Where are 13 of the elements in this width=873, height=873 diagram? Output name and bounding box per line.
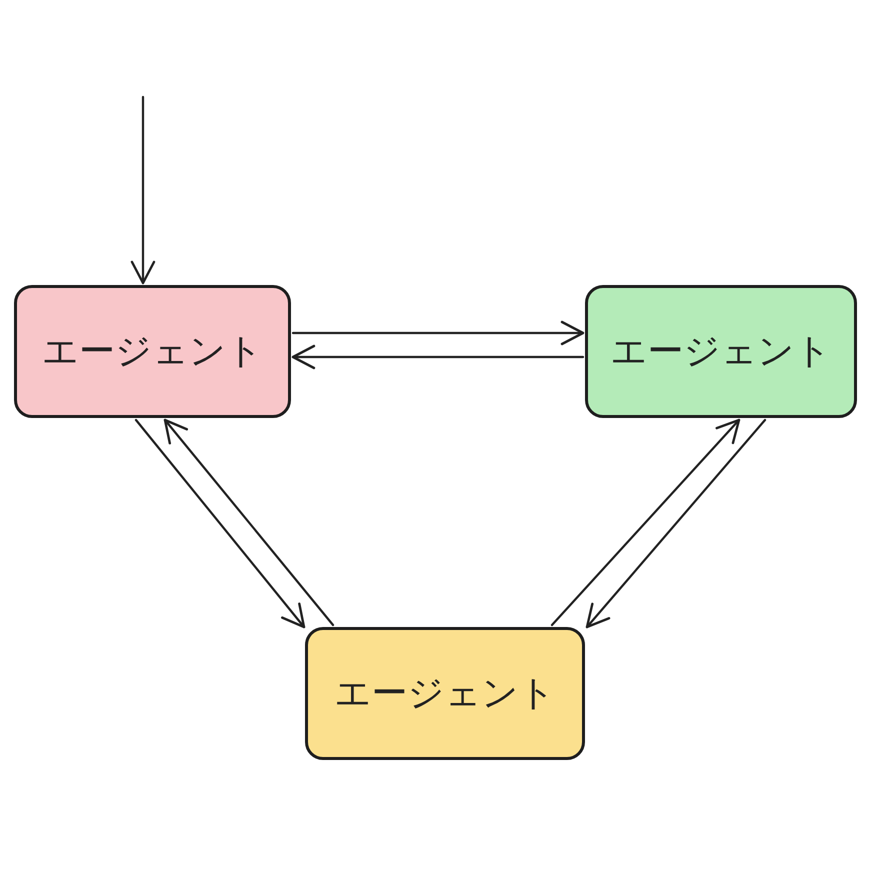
arrow (550, 418, 740, 626)
arrow (586, 418, 766, 628)
agent-box (305, 627, 585, 760)
arrow (164, 418, 334, 626)
node-label: エージェント (334, 676, 556, 712)
agent-box (585, 285, 857, 418)
node-label: エージェント (42, 334, 263, 370)
node-label: エージェント (610, 334, 832, 370)
arrow (134, 418, 306, 628)
arrow (130, 96, 156, 284)
arrow (292, 320, 584, 346)
agent-box (14, 285, 291, 418)
arrow (292, 344, 584, 370)
